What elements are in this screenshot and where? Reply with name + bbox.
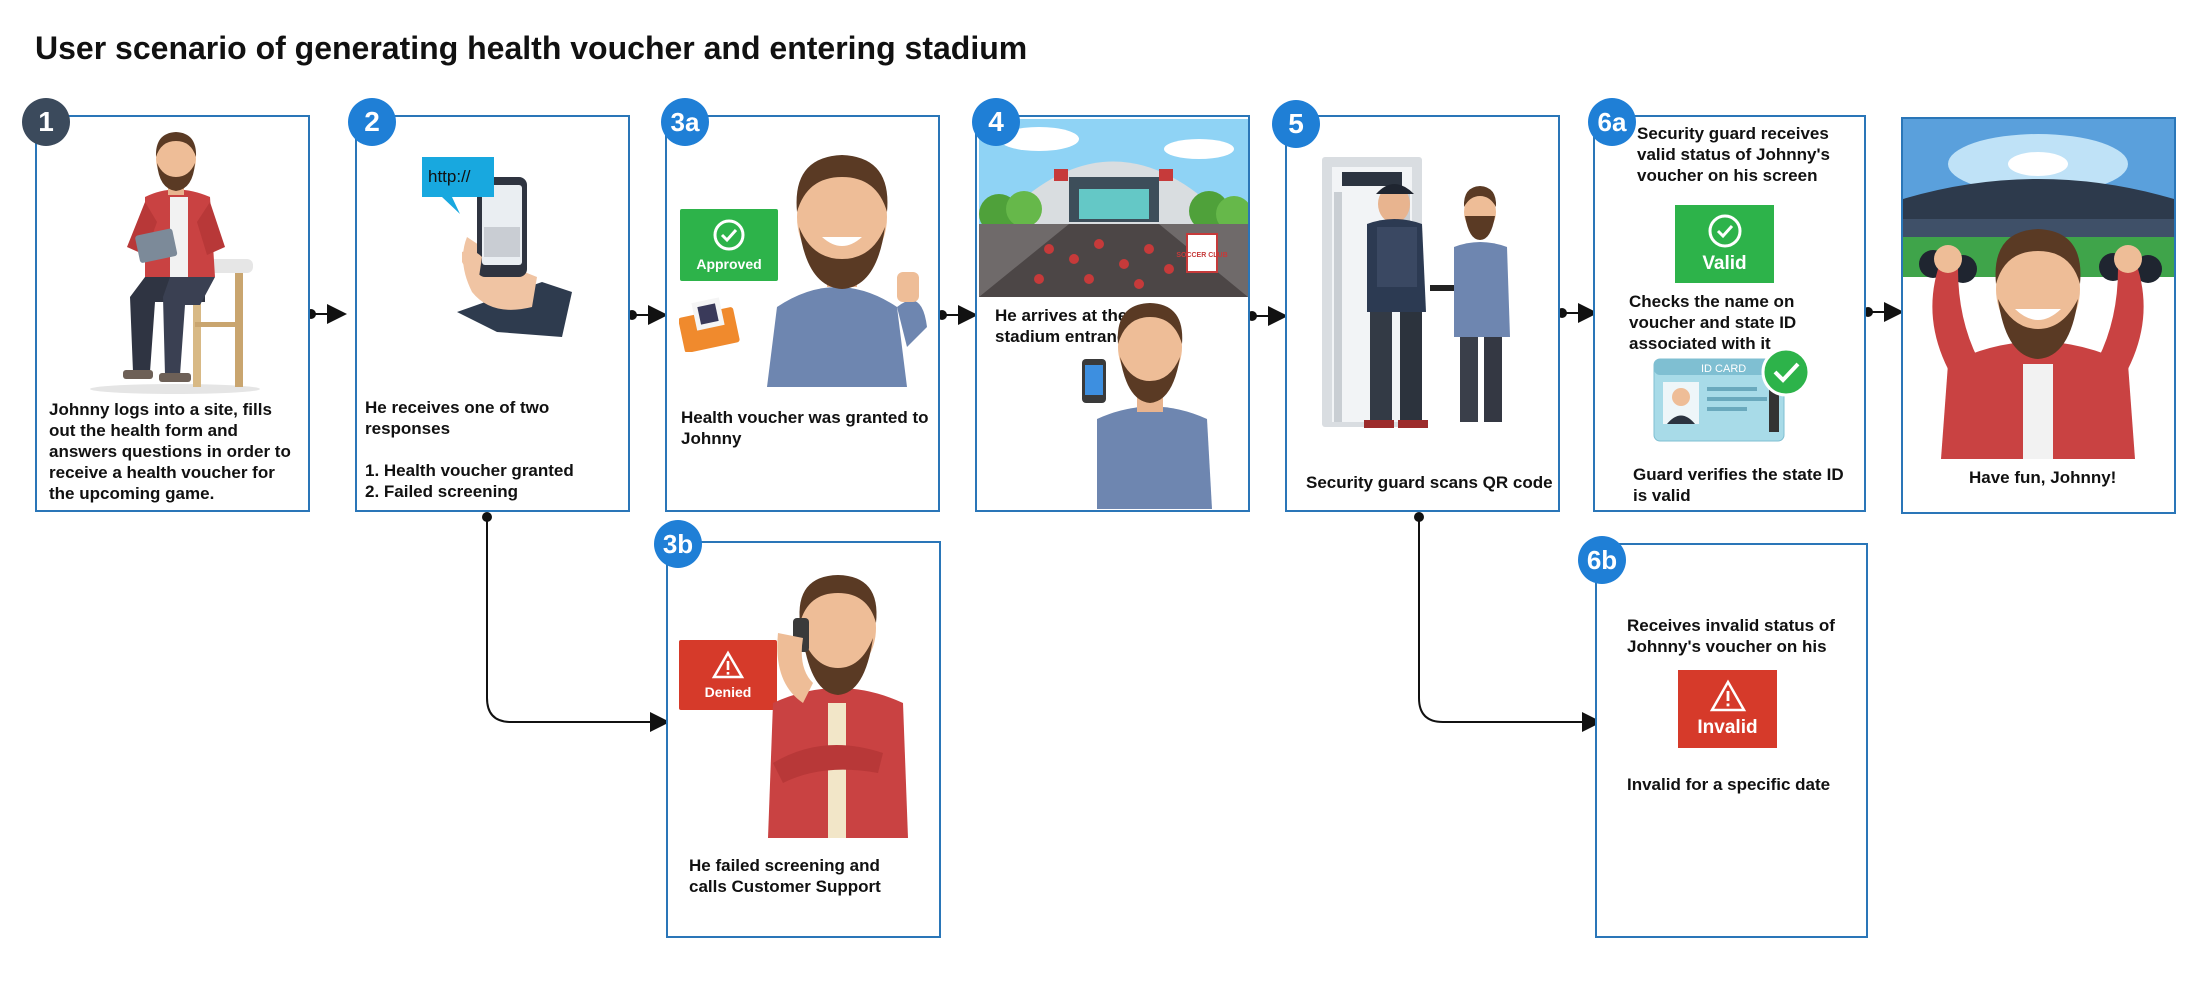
step-6b-card: Receives invalid status of Johnny's vouc…: [1595, 543, 1868, 938]
step-3b-card: Denied He failed screening and calls Cus…: [666, 541, 941, 938]
step-6b-badge: 6b: [1578, 536, 1626, 584]
warning-triangle-icon: [711, 650, 745, 680]
step-5-badge: 5: [1272, 100, 1320, 148]
final-card: Have fun, Johnny!: [1901, 117, 2176, 514]
step-6a-badge: 6a: [1588, 98, 1636, 146]
stadium-celebration-illustration: [1903, 119, 2174, 469]
step-6b-receives-text: Receives invalid status of Johnny's vouc…: [1627, 615, 1852, 657]
johnny-on-phone-illustration: [753, 573, 923, 843]
state-id-card-illustration: ID CARD: [1649, 347, 1819, 447]
url-bubble-label: http://: [428, 167, 471, 186]
check-circle-icon: [712, 218, 746, 252]
check-circle-icon: [1707, 213, 1743, 249]
step-2-card: http:// He receives one of two responses…: [355, 115, 630, 512]
step-5-card: Security guard scans QR code: [1285, 115, 1560, 512]
envelope-qr-icon: [679, 297, 741, 352]
arrow-5-6b: [1419, 517, 1598, 722]
soccer-club-sign: SOCCER CLUB: [1176, 252, 1227, 259]
warning-triangle-icon: [1709, 679, 1747, 713]
valid-label: Valid: [1702, 253, 1746, 275]
step-6a-verifies-text: Guard verifies the state ID is valid: [1633, 464, 1858, 506]
final-message: Have fun, Johnny!: [1969, 467, 2169, 488]
step-6b-invalid-date-text: Invalid for a specific date: [1627, 774, 1852, 795]
step-2-badge: 2: [348, 98, 396, 146]
step-5-description: Security guard scans QR code: [1306, 472, 1556, 493]
step-6a-card: Security guard receives valid status of …: [1593, 115, 1866, 512]
valid-status-tag: Valid: [1675, 205, 1774, 283]
johnny-thumbs-up-illustration: [747, 147, 937, 387]
step-3a-description: Health voucher was granted to Johnny: [681, 407, 931, 449]
step-3b-description: He failed screening and calls Customer S…: [689, 855, 919, 897]
denied-label: Denied: [705, 684, 752, 700]
step-1-badge: 1: [22, 98, 70, 146]
invalid-label: Invalid: [1697, 717, 1757, 739]
step-2-description: He receives one of two responses: [365, 397, 615, 439]
step-2-responses: 1. Health voucher granted 2. Failed scre…: [365, 460, 615, 502]
security-guard-scanning-illustration: [1322, 152, 1532, 432]
stadium-entrance-illustration: SOCCER CLUB: [979, 119, 1248, 297]
invalid-status-tag: Invalid: [1678, 670, 1777, 748]
step-3a-card: Approved Health voucher was granted to J…: [665, 115, 940, 512]
johnny-sitting-tablet-illustration: [75, 127, 275, 397]
id-card-label: ID CARD: [1701, 363, 1746, 375]
phone-in-hand-illustration: http://: [422, 152, 592, 342]
step-6a-checks-text: Checks the name on voucher and state ID …: [1629, 291, 1839, 354]
step-4-card: SOCCER CLUB He arrives at the stadium en…: [975, 115, 1250, 512]
step-6a-receives-text: Security guard receives valid status of …: [1637, 123, 1847, 186]
johnny-with-phone-illustration: [1082, 299, 1222, 509]
step-1-card: Johnny logs into a site, fills out the h…: [35, 115, 310, 512]
step-3b-badge: 3b: [654, 520, 702, 568]
step-1-description: Johnny logs into a site, fills out the h…: [49, 399, 299, 504]
step-4-badge: 4: [972, 98, 1020, 146]
arrow-2-3b: [487, 517, 666, 722]
step-3a-badge: 3a: [661, 98, 709, 146]
